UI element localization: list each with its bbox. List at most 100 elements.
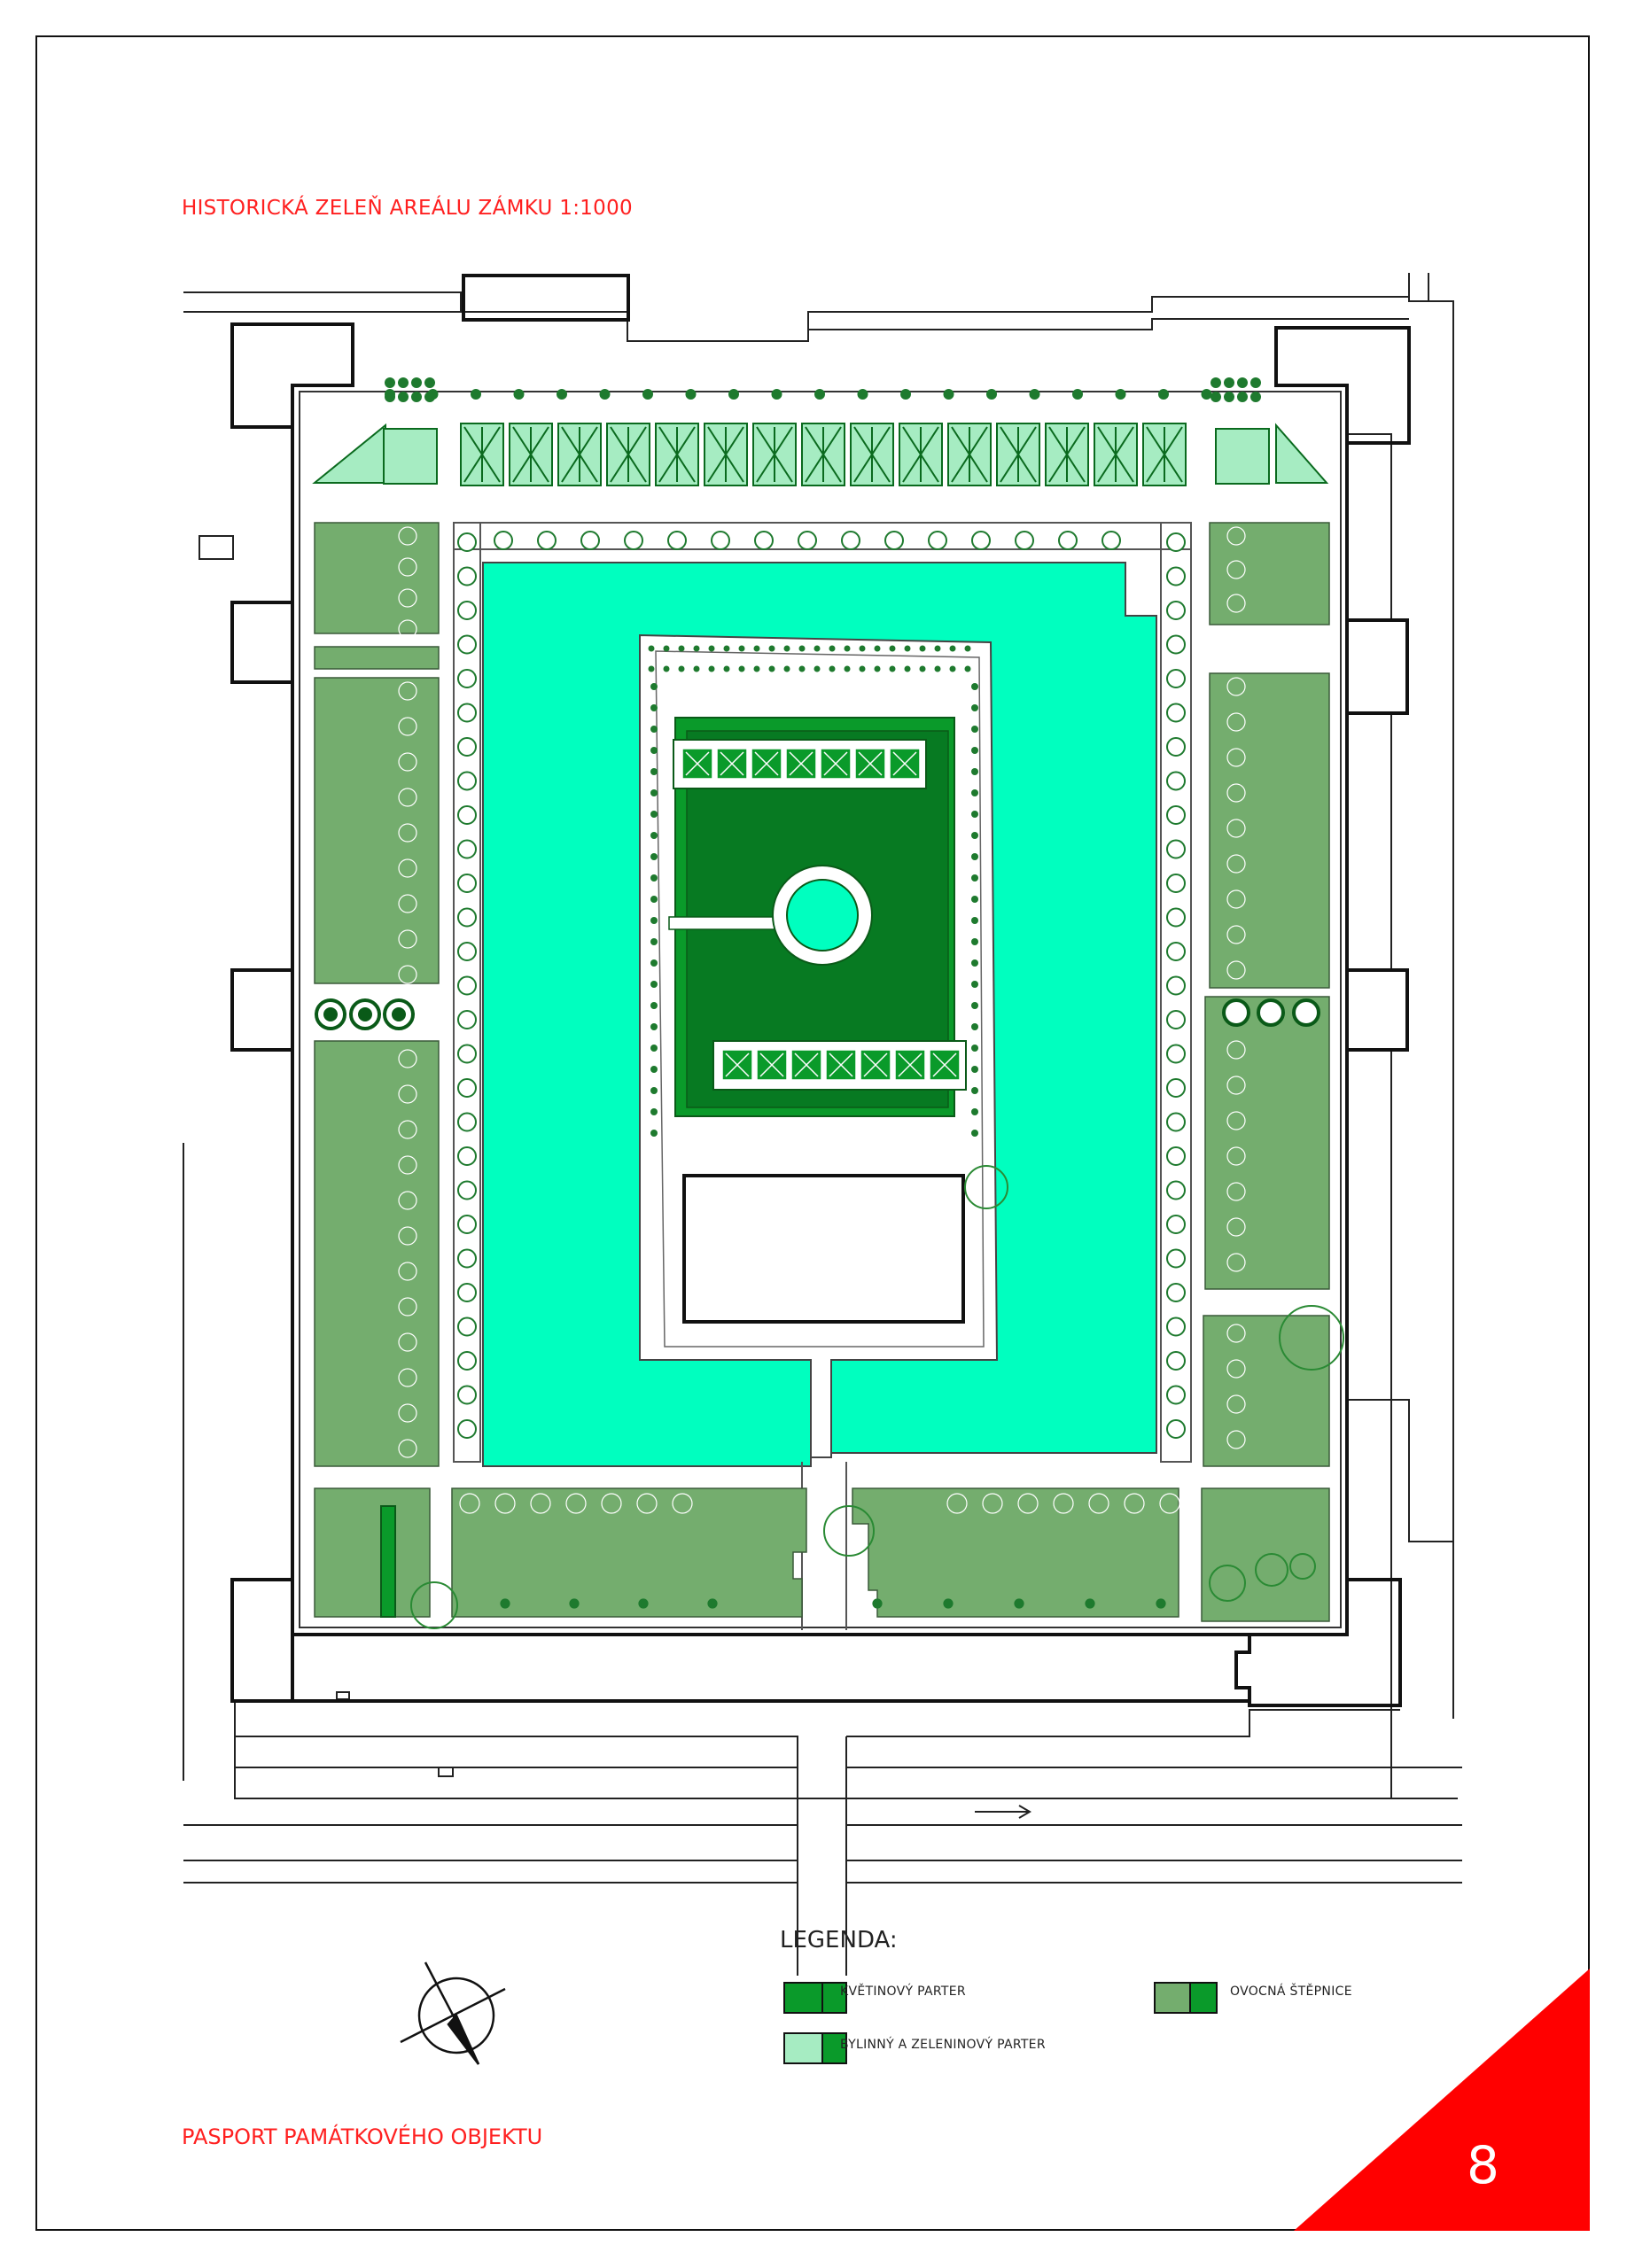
- tree-marker: [857, 389, 868, 400]
- shrub-marker: [1211, 392, 1221, 402]
- tree-dot: [650, 811, 658, 818]
- tree-dot: [723, 645, 730, 652]
- tree-dot: [650, 1066, 658, 1073]
- tree-marker: [457, 634, 477, 655]
- orchard-tree: [1226, 712, 1246, 732]
- orchard-tree: [1156, 1598, 1166, 1609]
- tree-dot: [650, 853, 658, 860]
- tree-marker: [1166, 1078, 1186, 1098]
- tree-marker: [457, 703, 477, 723]
- tree-dot: [949, 645, 956, 652]
- bottom-orchard-beds: [451, 1487, 1179, 1618]
- tree-dot: [650, 981, 658, 988]
- tree-marker: [798, 531, 817, 550]
- tree-dot: [648, 645, 655, 652]
- parterre-bed: [704, 423, 748, 486]
- orchard-tree: [398, 1155, 417, 1175]
- parterre-tile: [721, 1049, 753, 1081]
- orchard-tree: [398, 1439, 417, 1458]
- tree-dot: [971, 853, 978, 860]
- tree-marker: [457, 1215, 477, 1234]
- orchard-tree: [1085, 1598, 1095, 1609]
- tree-marker: [457, 669, 477, 688]
- tree-marker: [728, 389, 739, 400]
- tree-dot: [753, 665, 760, 672]
- tree-marker: [1166, 1351, 1186, 1371]
- tree-dot: [693, 645, 700, 652]
- parterre-bed: [752, 423, 797, 486]
- orchard-tree: [398, 588, 417, 608]
- tree-marker: [1166, 532, 1186, 552]
- orchard-tree: [398, 1262, 417, 1281]
- shrub-marker: [385, 392, 395, 402]
- tree-dot: [971, 1130, 978, 1137]
- tree-marker: [457, 1317, 477, 1337]
- tree-dot: [949, 665, 956, 672]
- parterre-tile: [894, 1049, 926, 1081]
- tree-dot: [971, 938, 978, 945]
- tree-dot: [723, 665, 730, 672]
- tree-dot: [844, 665, 851, 672]
- orchard-tree: [1226, 1146, 1246, 1166]
- parterre-tile: [751, 748, 782, 780]
- tree-dot: [874, 645, 881, 652]
- parterre-tile: [716, 748, 748, 780]
- orchard-tree: [638, 1598, 649, 1609]
- tree-marker: [711, 531, 730, 550]
- tree-marker: [814, 389, 825, 400]
- orchard-tree: [398, 788, 417, 807]
- tree-marker: [1166, 805, 1186, 825]
- tree-marker: [1166, 1248, 1186, 1269]
- tree-dot: [964, 665, 971, 672]
- tree-dot: [650, 1108, 658, 1115]
- tree-marker: [1166, 566, 1186, 586]
- tree-dot: [971, 1087, 978, 1094]
- shrub-marker: [424, 377, 435, 388]
- orchard-tree: [636, 1493, 658, 1514]
- parterre-bed: [996, 423, 1040, 486]
- tree-dot: [768, 665, 775, 672]
- orchard-tree: [569, 1598, 580, 1609]
- tree-dot: [844, 645, 851, 652]
- tree-dot: [650, 874, 658, 882]
- orchard-tree: [1088, 1493, 1109, 1514]
- tree-dot: [971, 832, 978, 839]
- orchard-tree: [398, 557, 417, 577]
- tree-marker: [599, 389, 611, 400]
- tree-dot: [783, 665, 790, 672]
- tree-dot: [708, 665, 715, 672]
- orchard-tree: [1226, 1394, 1246, 1414]
- tree-marker: [457, 1010, 477, 1029]
- tree-marker: [457, 975, 477, 996]
- tree-dot: [971, 896, 978, 903]
- tree-dot: [971, 683, 978, 690]
- roads: [183, 273, 1462, 1976]
- tree-marker: [457, 1112, 477, 1132]
- parterre-bed: [1142, 423, 1187, 486]
- parterre-tile: [785, 748, 817, 780]
- shrub-marker: [1250, 377, 1261, 388]
- tree-dot: [971, 768, 978, 775]
- shrub-marker: [385, 377, 395, 388]
- tree-dot: [650, 1002, 658, 1009]
- orchard-tree: [707, 1598, 718, 1609]
- drawing-title: HISTORICKÁ ZELEŇ AREÁLU ZÁMKU 1:1000: [182, 197, 633, 220]
- orchard-tree: [398, 1049, 417, 1068]
- tree-marker: [1166, 874, 1186, 893]
- tree-marker: [457, 805, 477, 825]
- tree-marker: [771, 389, 782, 400]
- orchard-tree: [1226, 819, 1246, 838]
- tree-dot: [889, 665, 896, 672]
- legend-label-orchard: OVOCNÁ ŠTĚPNICE: [1230, 1984, 1352, 1999]
- tree-dot: [650, 768, 658, 775]
- tree-marker: [457, 601, 477, 620]
- tree-dot: [971, 1045, 978, 1052]
- tree-dot: [829, 645, 836, 652]
- parterre-tile: [860, 1049, 891, 1081]
- legend-swatches: [783, 1982, 1218, 2064]
- tree-marker: [1166, 907, 1186, 928]
- tree-marker: [457, 1146, 477, 1166]
- tree-marker: [1166, 1180, 1186, 1200]
- tree-marker: [1166, 703, 1186, 723]
- tree-dot: [859, 645, 866, 652]
